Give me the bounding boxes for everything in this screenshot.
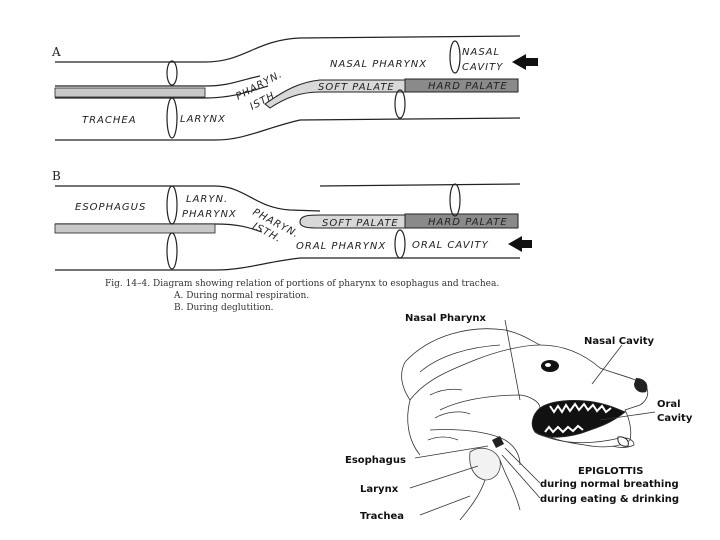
dog-upper-teeth — [549, 402, 612, 414]
caption-line-3: B. During deglutition. — [174, 303, 274, 313]
a-oval-4 — [394, 89, 406, 119]
b-label-laryn-pharynx-1: LARYN. — [186, 194, 228, 205]
dog-label-nasal-pharynx: Nasal Pharynx — [405, 313, 486, 324]
b-label-esophagus: ESOPHAGUS — [75, 202, 146, 213]
dog-label-oral-cavity-2: Cavity — [657, 413, 693, 424]
a-oval-2 — [166, 97, 178, 139]
a-label-trachea: TRACHEA — [82, 115, 137, 126]
dog-lower-teeth — [544, 424, 584, 434]
a-tube-top-edge — [55, 35, 521, 63]
dog-label-trachea: Trachea — [360, 511, 404, 522]
a-label-hard-palate: HARD PALATE — [428, 81, 508, 92]
dog-pharynx-outline — [439, 394, 541, 411]
caption-line-2: A. During normal respiration. — [173, 291, 309, 301]
b-label-oral-pharynx: ORAL PHARYNX — [296, 241, 386, 252]
leader-larynx — [409, 465, 479, 489]
b-tube-bottom-edge — [55, 257, 520, 271]
dog-ear — [401, 328, 541, 401]
b-tube-top-edge — [55, 185, 321, 212]
b-esophagus-band — [54, 223, 216, 234]
dog-larynx — [469, 447, 501, 481]
leader-epiglottis-eating — [501, 454, 541, 499]
b-label-oral-cavity: ORAL CAVITY — [412, 240, 489, 251]
a-tube-mid-edge — [55, 85, 269, 99]
dog-esophagus-tube — [499, 459, 521, 511]
dog-epiglottis — [492, 436, 504, 448]
dog-ear-fold — [419, 344, 501, 373]
dog-fur-strokes — [427, 388, 471, 441]
dog-label-oral-cavity-1: Oral — [657, 399, 681, 410]
dog-nose — [634, 378, 648, 393]
dog-label-epiglottis: EPIGLOTTIS — [578, 466, 643, 477]
dog-label-esophagus: Esophagus — [345, 455, 406, 466]
caption-line-1: Fig. 14–4. Diagram showing relation of p… — [105, 279, 499, 289]
leader-epiglottis-breathing — [504, 447, 541, 484]
dog-throat-line — [429, 429, 521, 466]
a-label-soft-palate: SOFT PALATE — [318, 82, 395, 93]
a-oval-3 — [449, 40, 461, 74]
b-label-soft-palate: SOFT PALATE — [322, 218, 399, 229]
dog-label-nasal-cavity: Nasal Cavity — [584, 336, 655, 347]
b-oval-4 — [394, 229, 406, 259]
b-oval-1 — [166, 185, 178, 225]
leader-nasal-pharynx — [504, 319, 521, 401]
a-label-nasal-pharynx: NASAL PHARYNX — [330, 59, 427, 70]
dog-label-epiglottis-breathing: during normal breathing — [540, 479, 679, 490]
a-airflow-arrow-icon — [512, 54, 538, 70]
b-label-hard-palate: HARD PALATE — [428, 217, 508, 228]
b-label-laryn-pharynx-2: PHARYNX — [182, 209, 237, 220]
dog-neck-back — [407, 399, 421, 456]
b-oval-2 — [166, 232, 178, 270]
dog-trachea-tube — [459, 479, 486, 521]
b-oval-3 — [449, 183, 461, 217]
a-label-larynx: LARYNX — [180, 114, 226, 125]
figure-caption: Fig. 14–4. Diagram showing relation of p… — [105, 279, 499, 313]
b-tube-nasal-top — [319, 183, 521, 187]
dog-canine — [617, 436, 629, 447]
dog-head-sketch: Nasal Pharynx Nasal Cavity Oral Cavity E… — [345, 313, 693, 522]
dog-label-larynx: Larynx — [360, 484, 399, 495]
dog-lower-jaw — [534, 431, 635, 448]
a-label-nasal-cavity-1: NASAL — [462, 47, 500, 58]
panel-letter-a: A — [51, 45, 61, 59]
leader-nasal-cavity — [591, 344, 623, 385]
leader-oral-cavity — [599, 411, 656, 421]
dog-eye-highlight — [545, 363, 551, 367]
b-food-arrow-icon — [508, 236, 532, 252]
b-hard-palate — [404, 213, 519, 229]
diagram-a: A NASAL PHARYNX NASAL CAVITY SOFT PALATE… — [51, 35, 538, 141]
leader-trachea — [419, 495, 471, 516]
panel-letter-b: B — [52, 169, 61, 183]
a-hard-palate — [404, 78, 519, 93]
leader-esophagus — [414, 445, 489, 459]
dog-label-epiglottis-eating: during eating & drinking — [540, 494, 679, 505]
a-oval-1 — [166, 60, 178, 86]
dog-head-outline — [539, 344, 649, 448]
a-label-nasal-cavity-2: CAVITY — [462, 62, 503, 73]
diagram-b: B ESOPHAGUS LARYN. PHARYNX PHARYN. ISTH.… — [52, 169, 532, 271]
a-trachea-band — [54, 87, 206, 98]
a-tube-bottom-edge — [55, 117, 521, 141]
a-tube-upper-inner — [55, 75, 261, 87]
